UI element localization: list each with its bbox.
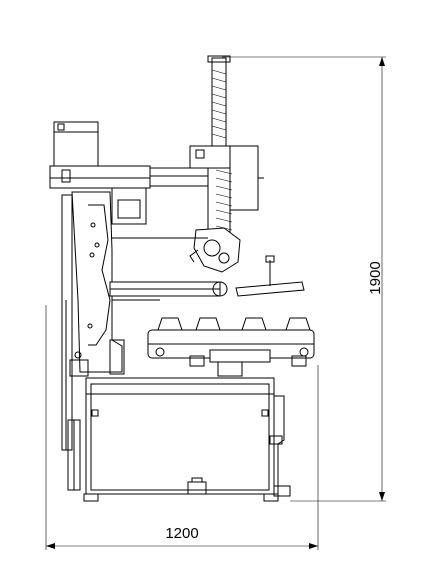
head-block-knob <box>195 149 205 159</box>
arm-lock <box>61 169 71 183</box>
helper-arm <box>109 255 305 297</box>
tool-head-body <box>193 227 241 273</box>
helper-arm-joint <box>212 281 228 297</box>
turntable-rail-left <box>189 355 205 367</box>
tower-pivot <box>74 351 82 359</box>
cabinet-outer <box>85 377 275 495</box>
clamp-3 <box>241 317 267 331</box>
side-lever-pedal <box>273 485 291 497</box>
cabinet-bolt-right <box>261 409 269 417</box>
tower-back-tube <box>61 194 73 451</box>
width-label: 1200 <box>165 525 198 542</box>
tower-cylinder <box>67 419 81 491</box>
foot-right <box>263 493 279 502</box>
height-dimension: 1900 <box>222 56 386 502</box>
height-arrow-top <box>379 57 385 66</box>
width-arrow-right <box>309 543 318 549</box>
tower-hole-1 <box>90 222 96 228</box>
side-lever <box>274 395 285 494</box>
foot-left <box>83 493 99 502</box>
turntable-rail-right <box>291 355 307 367</box>
turntable-centre-block <box>209 349 271 363</box>
width-dimension: 1200 <box>45 305 319 550</box>
tower-knee <box>109 339 125 375</box>
tool-head-hub <box>203 239 221 257</box>
clamp-1 <box>157 317 183 331</box>
tower-main <box>71 191 123 373</box>
arm-support-block <box>111 187 147 225</box>
tower-hole-2 <box>94 242 100 248</box>
cabinet-inner <box>90 383 270 491</box>
top-head-assembly <box>49 121 209 225</box>
horizontal-arm <box>149 167 209 187</box>
tool-head-roller <box>218 252 230 264</box>
turntable-bolt-left <box>155 347 165 357</box>
helper-disk-cap <box>265 255 275 263</box>
mount-demount-head <box>189 227 241 273</box>
machine-base-cabinet <box>83 377 291 502</box>
foot-pedal-cap <box>191 477 203 483</box>
width-arrow-left <box>46 543 55 549</box>
tool-head-hook <box>189 249 199 263</box>
helper-disk <box>235 281 305 297</box>
tower-profile <box>88 204 111 346</box>
clamp-4 <box>285 317 311 331</box>
clamp-2 <box>195 317 221 331</box>
height-arrow-bottom <box>379 492 385 501</box>
tower-hole-4 <box>87 323 93 329</box>
tower-lower-block <box>69 359 89 377</box>
turntable <box>147 317 315 377</box>
tower-column <box>61 191 125 491</box>
vertical-shaft <box>189 55 264 239</box>
head-side-cylinder <box>229 145 259 211</box>
height-label: 1900 <box>367 261 384 294</box>
shaft-cap <box>207 55 231 63</box>
tower-hole-3 <box>89 252 95 258</box>
cabinet-bolt-left <box>91 409 99 417</box>
top-box <box>53 121 99 167</box>
side-lever-knob <box>269 435 283 445</box>
turntable-pedestal <box>217 361 243 377</box>
arm-support-window <box>117 199 141 219</box>
shaft-spring-top <box>211 69 227 139</box>
top-box-knob <box>57 123 65 131</box>
horizontal-arm-housing <box>49 165 151 189</box>
